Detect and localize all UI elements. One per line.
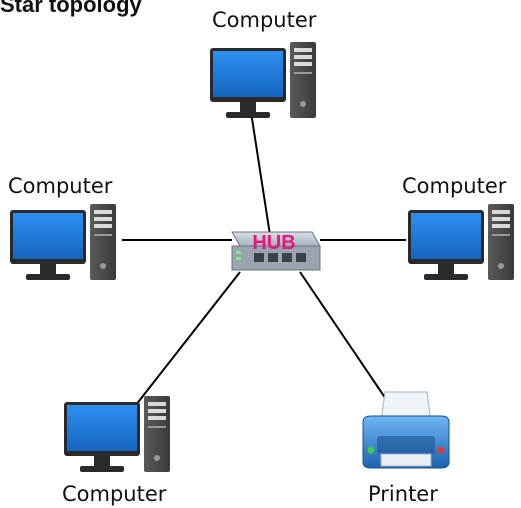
connection-links bbox=[122, 111, 406, 411]
computer-icon-right bbox=[408, 204, 514, 280]
diagram-title: Star topology bbox=[0, 0, 142, 17]
node-label-right-computer: Computer bbox=[402, 174, 507, 198]
link-top-computer bbox=[250, 111, 273, 249]
printer-icon bbox=[362, 391, 450, 469]
hub-label: HUB bbox=[252, 232, 295, 254]
node-label-printer: Printer bbox=[368, 482, 438, 506]
node-label-left-computer: Computer bbox=[8, 174, 113, 198]
computer-icon-bottom-left bbox=[64, 396, 170, 472]
link-bottom-left-computer bbox=[131, 271, 241, 411]
hub-device: HUB bbox=[231, 231, 321, 271]
link-printer bbox=[299, 271, 391, 406]
node-label-bottom-computer: Computer bbox=[62, 482, 167, 506]
node-label-top-computer: Computer bbox=[212, 8, 317, 32]
computer-icon-top bbox=[210, 42, 316, 118]
computer-icon-left bbox=[10, 204, 116, 280]
